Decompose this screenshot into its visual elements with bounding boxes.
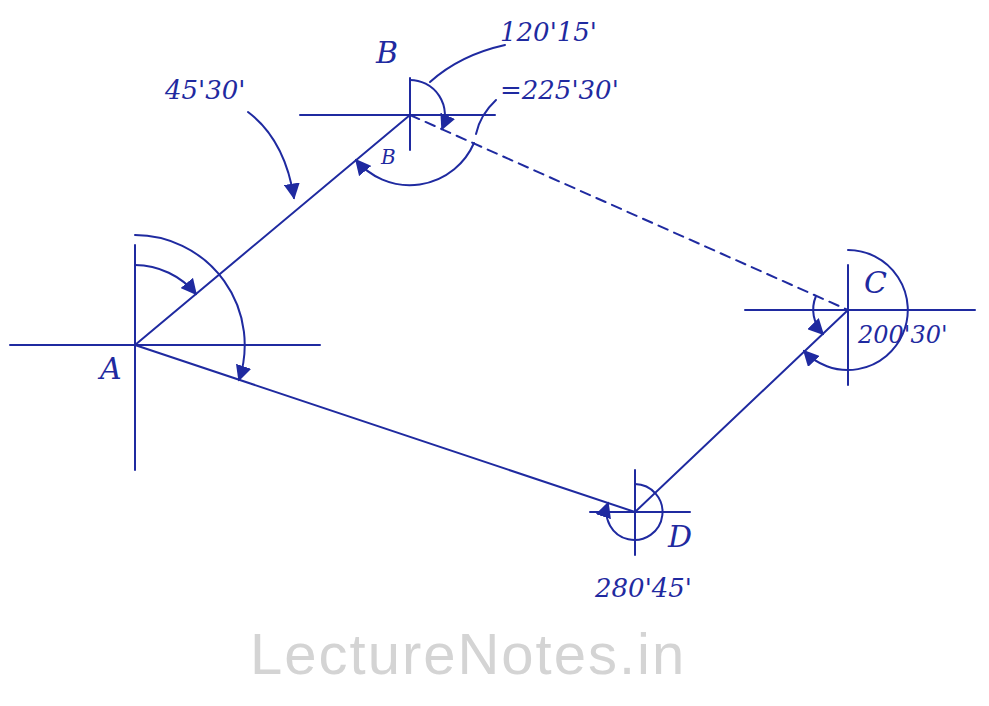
traverse-line xyxy=(135,345,635,512)
meridian-line xyxy=(745,309,975,311)
angle-arc xyxy=(356,143,474,185)
traverse-line xyxy=(635,310,848,512)
bearing-arc xyxy=(135,265,196,294)
bearing-arc xyxy=(804,250,908,370)
bearing-arc xyxy=(607,484,663,540)
leader-line xyxy=(430,45,505,82)
bearing-arc xyxy=(410,80,445,129)
angle-arc xyxy=(813,296,823,334)
leader-arrow xyxy=(248,112,294,198)
meridian-line xyxy=(10,344,320,346)
meridian-line xyxy=(300,114,495,116)
meridian-line xyxy=(590,511,690,513)
traverse-line xyxy=(410,115,848,310)
bearing-label: =225'30' xyxy=(500,76,619,105)
watermark: LectureNotes.in xyxy=(250,622,686,686)
bearing-label: 280'45' xyxy=(595,574,692,603)
station-label: B xyxy=(376,36,398,69)
meridian-line xyxy=(134,245,136,470)
station-label: D xyxy=(668,520,692,553)
bearing-label: 120'15' xyxy=(500,18,597,47)
leader-line xyxy=(476,100,496,134)
station-label: C xyxy=(864,266,887,299)
bearing-arc xyxy=(135,235,245,380)
bearing-label: 45'30' xyxy=(165,76,245,105)
station-label: A xyxy=(100,352,122,385)
meridian-line xyxy=(847,265,849,385)
bearing-label: 200'30' xyxy=(858,322,948,348)
angle-label: B xyxy=(381,146,396,168)
traverse-line xyxy=(135,115,410,345)
